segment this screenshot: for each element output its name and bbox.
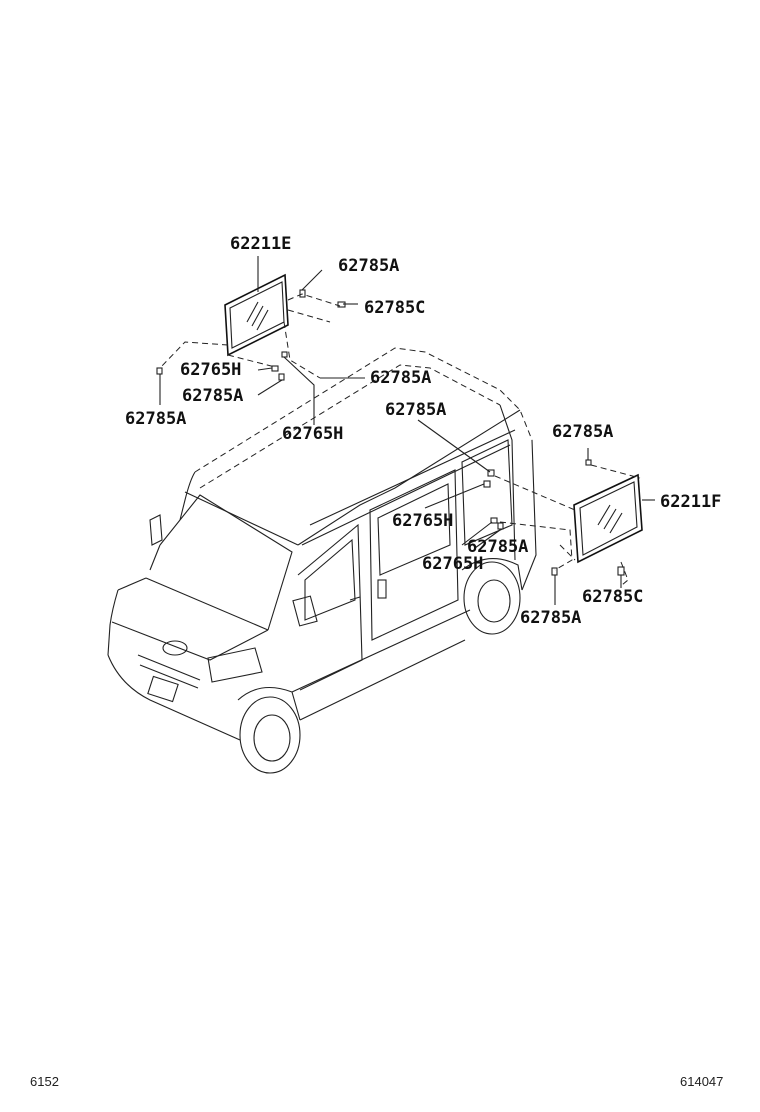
label-62785a: 62785A [385,400,446,420]
leader-lines [159,256,655,605]
label-62785a: 62785A [467,537,528,557]
label-62785c: 62785C [364,298,425,318]
page-code-left: 6152 [30,1074,59,1089]
label-62765h: 62765H [180,360,241,380]
label-62785c: 62785C [582,587,643,607]
label-62765h: 62765H [392,511,453,531]
part-labels: 62211E 62785A 62785C 62765H 62785A 62785… [125,234,721,628]
label-62211f: 62211F [660,492,721,512]
label-62785a: 62785A [182,386,243,406]
label-62211e: 62211E [230,234,291,254]
label-62785a: 62785A [552,422,613,442]
label-62765h: 62765H [422,554,483,574]
label-62785a: 62785A [125,409,186,429]
label-62785a: 62785A [520,608,581,628]
glass-62211f [573,473,643,564]
page-code-right: 614047 [680,1074,724,1089]
label-62785a: 62785A [338,256,399,276]
van-body [107,347,537,774]
glass-62211e [224,273,289,357]
label-62785a: 62785A [370,368,431,388]
label-62765h: 62765H [282,424,343,444]
